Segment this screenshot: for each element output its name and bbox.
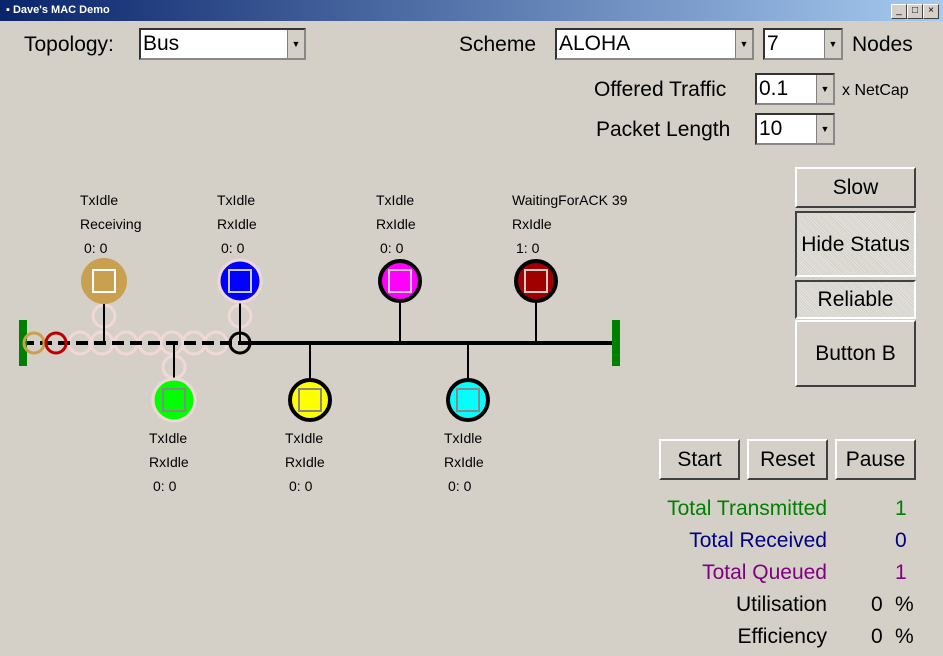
button-b[interactable]: Button B [795,320,916,387]
node-4-count: 1: 0 [516,240,540,256]
topology-label: Topology: [24,33,114,56]
traffic-unit: x NetCap [842,82,909,99]
slow-button[interactable]: Slow [795,167,916,208]
node-7-count: 0: 0 [448,478,472,494]
signal-ring-tan [22,331,46,355]
node-6-count: 0: 0 [289,478,313,494]
topology-value: Bus [143,32,180,55]
scheme-label: Scheme [459,33,537,56]
nodes-select[interactable]: 7▼ [763,28,843,60]
node-2-count: 0: 0 [221,240,245,256]
chevron-down-icon[interactable]: ▼ [816,115,833,143]
nodes-label: Nodes [852,33,913,56]
topology-select[interactable]: Bus ▼ [139,28,306,60]
node-blue[interactable] [217,258,263,304]
node-darkred[interactable] [514,259,558,303]
title-bar: ▪ Dave's MAC Demo [0,0,943,21]
node-2-tx: TxIdle [217,192,256,208]
node-1-count: 0: 0 [84,240,108,256]
node-6-rx: RxIdle [285,454,325,470]
node-7-tx: TxIdle [444,430,483,446]
packet-length-select[interactable]: 10 ▼ [755,113,835,145]
scheme-value: ALOHA [559,32,631,55]
signal-ring-red [44,331,68,355]
maximize-button[interactable]: □ [907,4,923,19]
node-cyan[interactable] [446,378,490,422]
traffic-select[interactable]: 0.1 ▼ [755,73,835,105]
efficiency-value: 0 [871,625,883,648]
utilisation-unit: % [895,593,914,616]
reset-button[interactable]: Reset [747,439,828,480]
traffic-value: 0.1 [759,77,789,100]
node-stems [103,300,537,380]
node-yellow[interactable] [288,378,332,422]
node-7-rx: RxIdle [444,454,484,470]
node-magenta[interactable] [378,259,422,303]
node-3-count: 0: 0 [380,240,404,256]
node-4-rx: RxIdle [512,216,552,232]
node-6-tx: TxIdle [285,430,324,446]
scheme-select[interactable]: ALOHA ▼ [555,28,754,60]
node-2-rx: RxIdle [217,216,257,232]
chevron-down-icon[interactable]: ▼ [824,30,841,58]
node-5-rx: RxIdle [149,454,189,470]
utilisation-label: Utilisation [735,593,827,616]
efficiency-label: Efficiency [737,625,828,648]
chevron-down-icon[interactable]: ▼ [735,30,752,58]
traffic-label: Offered Traffic [594,78,727,101]
nodes-value: 7 [767,32,779,55]
pause-button[interactable]: Pause [835,439,916,480]
start-button[interactable]: Start [659,439,740,480]
app-icon: ▪ [6,4,10,16]
minimize-button[interactable]: _ [891,4,907,19]
total-received-label: Total Received [689,529,827,552]
reliable-button[interactable]: Reliable [795,280,916,319]
utilisation-value: 0 [871,593,883,616]
node-4-tx: WaitingForACK 39 [512,192,628,208]
packet-length-label: Packet Length [596,118,731,141]
node-5-tx: TxIdle [149,430,188,446]
packet-length-value: 10 [759,117,783,140]
total-received-value: 0 [895,529,907,552]
close-button[interactable]: × [923,4,939,19]
node-1-rx: Receiving [80,216,142,232]
total-transmitted-label: Total Transmitted [667,497,827,520]
window-title: Dave's MAC Demo [12,4,110,16]
chevron-down-icon[interactable]: ▼ [816,75,833,103]
node-tan[interactable] [81,258,127,304]
node-3-rx: RxIdle [376,216,416,232]
chevron-down-icon[interactable]: ▼ [287,30,304,58]
network-diagram [19,258,620,423]
total-queued-value: 1 [895,561,907,584]
total-queued-label: Total Queued [702,561,827,584]
efficiency-unit: % [895,625,914,648]
node-1-tx: TxIdle [80,192,119,208]
node-5-count: 0: 0 [153,478,177,494]
node-3-tx: TxIdle [376,192,415,208]
hide-status-button[interactable]: Hide Status [795,211,916,277]
bus-terminator-right [612,320,620,366]
total-transmitted-value: 1 [895,497,907,520]
node-green[interactable] [151,377,197,423]
